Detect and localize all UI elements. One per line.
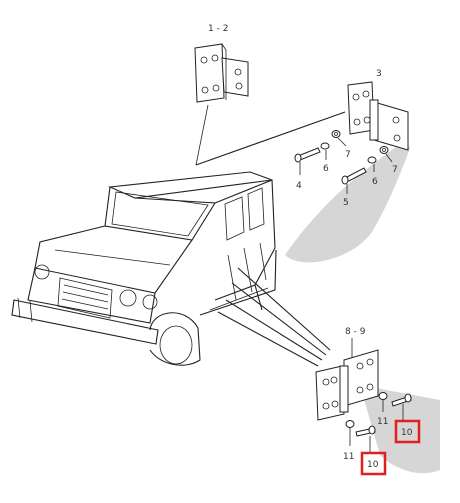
callout-1-2: 1 - 2: [208, 24, 228, 34]
callout-7-upper: 7: [345, 150, 351, 160]
hinge-part-1-2: [194, 43, 249, 103]
highlighted-callout-10-lower: 10: [360, 451, 387, 476]
highlight-box: [360, 451, 387, 476]
callout-5: 5: [343, 198, 349, 208]
callout-6-lower: 6: [372, 177, 378, 187]
hinge-part-8-9: [315, 338, 379, 421]
highlighted-callout-10-upper: 10: [394, 419, 421, 444]
vehicle-body: [11, 171, 277, 366]
callout-11-upper: 11: [377, 417, 388, 427]
callout-10-upper: 10: [401, 428, 413, 438]
callout-10-lower: 10: [367, 460, 379, 470]
callout-7-lower: 7: [392, 165, 398, 175]
shadow-cone-lower: [360, 385, 440, 474]
callout-labels: 1 - 2 3 4 5 6 6 7 7 8 - 9 11 11: [208, 24, 398, 462]
hinge-part-3: [347, 81, 409, 151]
callout-4: 4: [296, 181, 302, 191]
leader-lines: [195, 104, 346, 367]
fasteners-lower: [345, 392, 412, 452]
callout-11-lower: 11: [343, 452, 354, 462]
fasteners-upper: [294, 130, 393, 194]
callout-6-upper: 6: [323, 164, 329, 174]
callout-3: 3: [376, 69, 382, 79]
callout-8-9: 8 - 9: [345, 327, 366, 337]
shadow-cone-upper: [285, 140, 410, 263]
highlight-box: [394, 419, 421, 444]
